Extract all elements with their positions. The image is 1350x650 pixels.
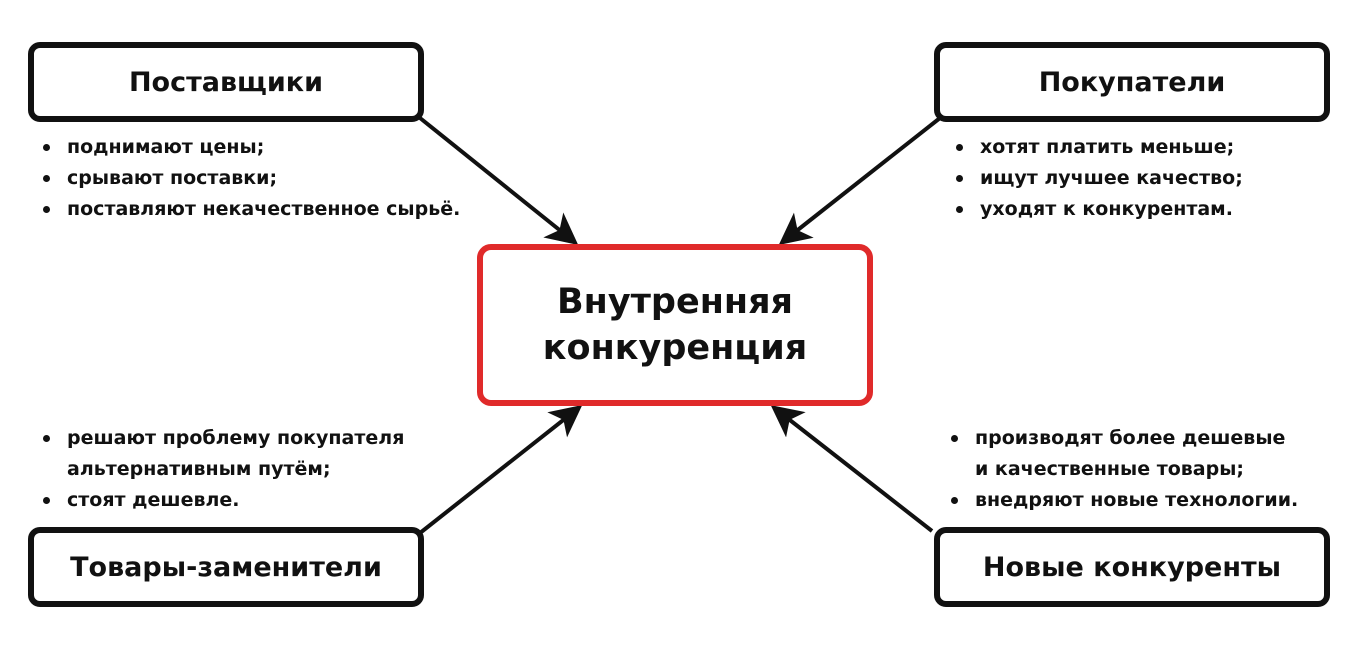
suppliers-item: поднимают цены; bbox=[40, 132, 460, 163]
new-competitors-item: производят более дешевые и качественные … bbox=[948, 423, 1305, 485]
buyers-title: Покупатели bbox=[1038, 66, 1226, 98]
suppliers-item: поставляют некачественное сырьё. bbox=[40, 194, 460, 225]
buyers-box: Покупатели bbox=[934, 42, 1330, 122]
center-title: Внутренняя конкуренция bbox=[542, 282, 808, 368]
suppliers-item: срывают поставки; bbox=[40, 163, 460, 194]
buyers-list: хотят платить меньше; ищут лучшее качест… bbox=[953, 132, 1243, 225]
arrow-newcomers-to-center bbox=[770, 405, 934, 533]
arrow-substitutes-to-center bbox=[418, 405, 583, 535]
suppliers-title: Поставщики bbox=[128, 66, 324, 98]
substitutes-list: решают проблему покупателя альтернативны… bbox=[40, 423, 447, 516]
center-box: Внутренняя конкуренция bbox=[477, 244, 873, 406]
buyers-item: ищут лучшее качество; bbox=[953, 163, 1243, 194]
new-competitors-box: Новые конкуренты bbox=[934, 527, 1330, 607]
new-competitors-item: внедряют новые технологии. bbox=[948, 485, 1305, 516]
arrow-buyers-to-center bbox=[778, 116, 942, 245]
buyers-item: уходят к конкурентам. bbox=[953, 194, 1243, 225]
suppliers-list: поднимают цены; срывают поставки; постав… bbox=[40, 132, 460, 225]
buyers-item: хотят платить меньше; bbox=[953, 132, 1243, 163]
substitutes-title: Товары-заменители bbox=[70, 551, 382, 583]
suppliers-box: Поставщики bbox=[28, 42, 424, 122]
new-competitors-list: производят более дешевые и качественные … bbox=[948, 423, 1305, 516]
substitutes-item: стоят дешевле. bbox=[40, 485, 447, 516]
substitutes-item: решают проблему покупателя альтернативны… bbox=[40, 423, 447, 485]
new-competitors-title: Новые конкуренты bbox=[982, 551, 1282, 583]
substitutes-box: Товары-заменители bbox=[28, 527, 424, 607]
arrow-suppliers-to-center bbox=[418, 116, 579, 246]
